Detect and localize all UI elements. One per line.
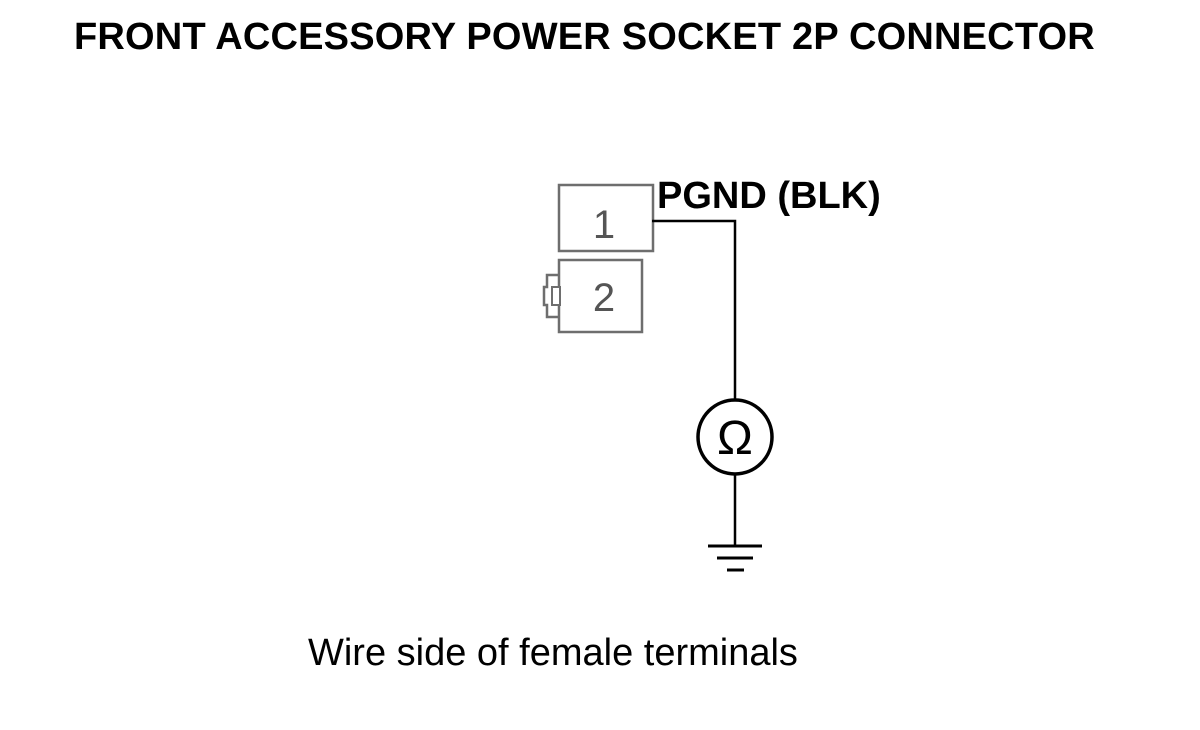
diagram-title: FRONT ACCESSORY POWER SOCKET 2P CONNECTO…	[74, 16, 1095, 58]
terminal-2-cavity	[557, 258, 644, 334]
connector-lock-tab-icon	[542, 273, 559, 319]
ground-icon	[708, 544, 762, 572]
terminal-1-cavity	[557, 183, 655, 253]
diagram-caption: Wire side of female terminals	[308, 632, 798, 674]
ohm-glyph: Ω	[717, 412, 753, 465]
ohmmeter-icon: Ω	[696, 398, 774, 476]
terminal-1-number: 1	[593, 203, 615, 247]
connector-lock-notch	[551, 286, 561, 306]
terminal-2-number: 2	[593, 276, 615, 320]
pgnd-wire	[652, 219, 737, 399]
wire-label: PGND (BLK)	[657, 175, 881, 217]
connector-2p: 1 2	[542, 183, 655, 334]
